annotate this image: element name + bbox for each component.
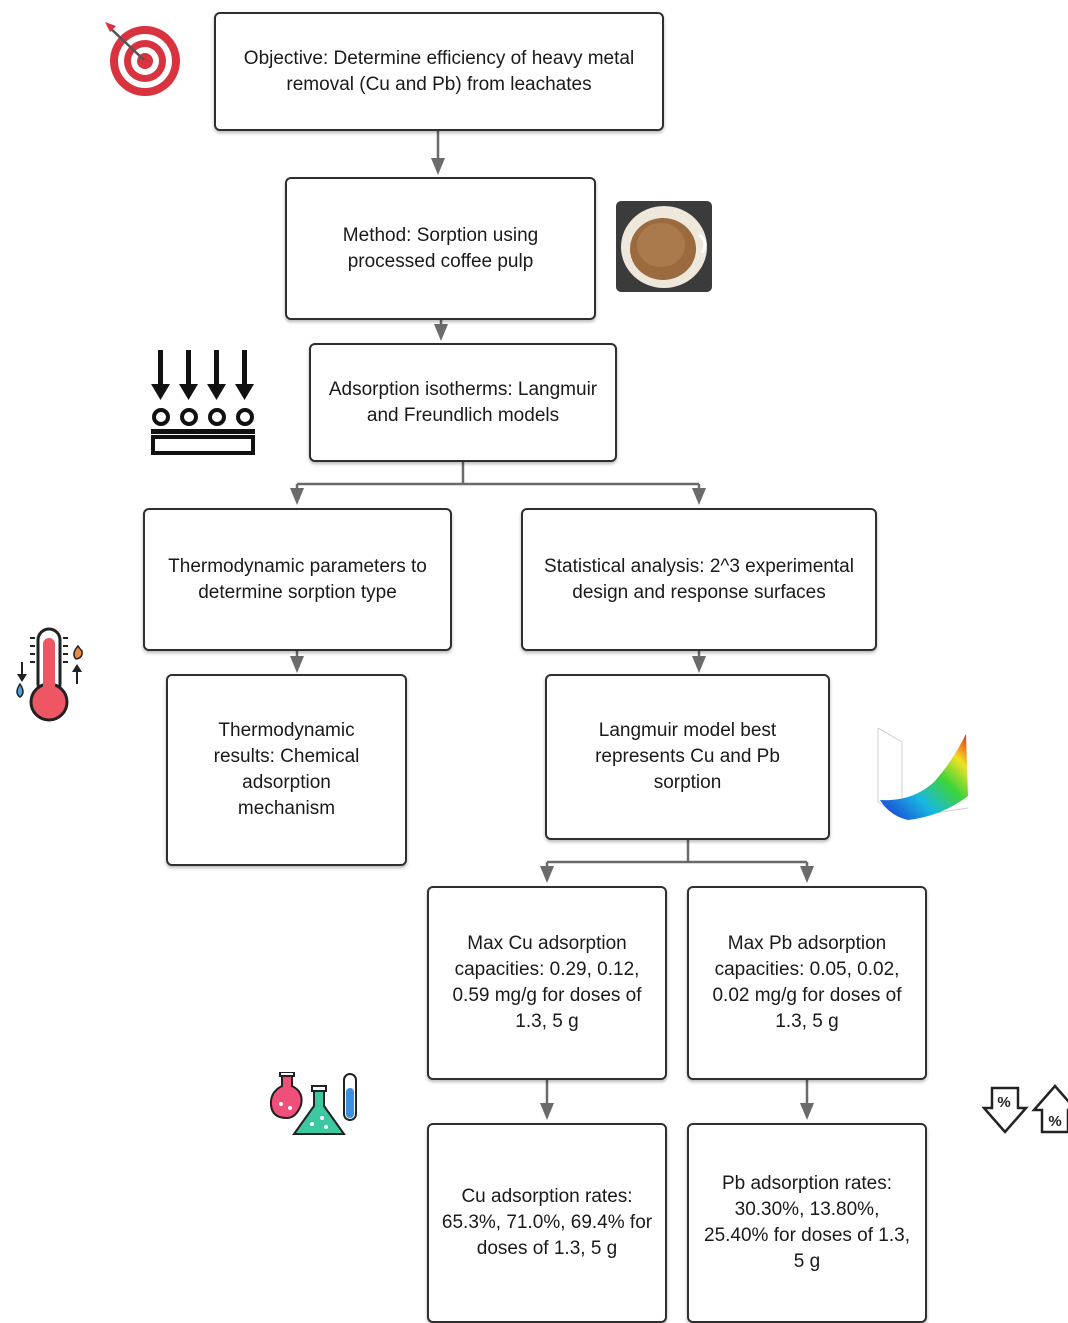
response-surface-plot-icon — [877, 727, 969, 820]
stat-analysis-box: Statistical analysis: 2^3 experimental d… — [521, 508, 877, 651]
langmuir-best-box: Langmuir model best represents Cu and Pb… — [545, 674, 830, 840]
target-icon — [105, 22, 180, 96]
max-pb-text: Max Pb adsorption capacities: 0.05, 0.02… — [712, 933, 902, 1032]
pb-rates-text: Pb adsorption rates: 30.30%, 13.80%, 25.… — [704, 1173, 910, 1272]
svg-text:%: % — [997, 1094, 1010, 1111]
cu-rates-box: Cu adsorption rates: 65.3%, 71.0%, 69.4%… — [427, 1123, 667, 1323]
lab-flasks-icon — [269, 1072, 357, 1135]
coffee-pulp-bowl-icon — [616, 201, 712, 292]
max-cu-text: Max Cu adsorption capacities: 0.29, 0.12… — [452, 933, 642, 1032]
objective-text: Objective: Determine efficiency of heavy… — [243, 47, 635, 95]
max-pb-box: Max Pb adsorption capacities: 0.05, 0.02… — [687, 886, 927, 1080]
stat-analysis-text: Statistical analysis: 2^3 experimental d… — [544, 555, 854, 603]
thermo-results-box: Thermodynamic results: Chemical adsorpti… — [166, 674, 407, 866]
thermo-results-text: Thermodynamic results: Chemical adsorpti… — [213, 720, 360, 819]
adsorption-arrows-icon — [151, 350, 255, 455]
thermo-params-text: Thermodynamic parameters to determine so… — [168, 555, 427, 603]
cu-rates-text: Cu adsorption rates: 65.3%, 71.0%, 69.4%… — [441, 1186, 653, 1259]
thermo-params-box: Thermodynamic parameters to determine so… — [143, 508, 452, 651]
isotherms-text: Adsorption isotherms: Langmuir and Freun… — [328, 378, 598, 426]
langmuir-best-text: Langmuir model best represents Cu and Pb… — [595, 720, 780, 793]
method-box: Method: Sorption using processed coffee … — [285, 177, 596, 320]
pb-rates-box: Pb adsorption rates: 30.30%, 13.80%, 25.… — [687, 1123, 927, 1323]
svg-text:%: % — [1048, 1113, 1061, 1130]
max-cu-box: Max Cu adsorption capacities: 0.29, 0.12… — [427, 886, 667, 1080]
isotherms-box: Adsorption isotherms: Langmuir and Freun… — [309, 343, 617, 462]
objective-box: Objective: Determine efficiency of heavy… — [214, 12, 664, 131]
percent-down-up-icon: % % — [982, 1084, 1068, 1134]
method-text: Method: Sorption using processed coffee … — [342, 224, 539, 272]
thermometer-icon — [16, 627, 83, 722]
